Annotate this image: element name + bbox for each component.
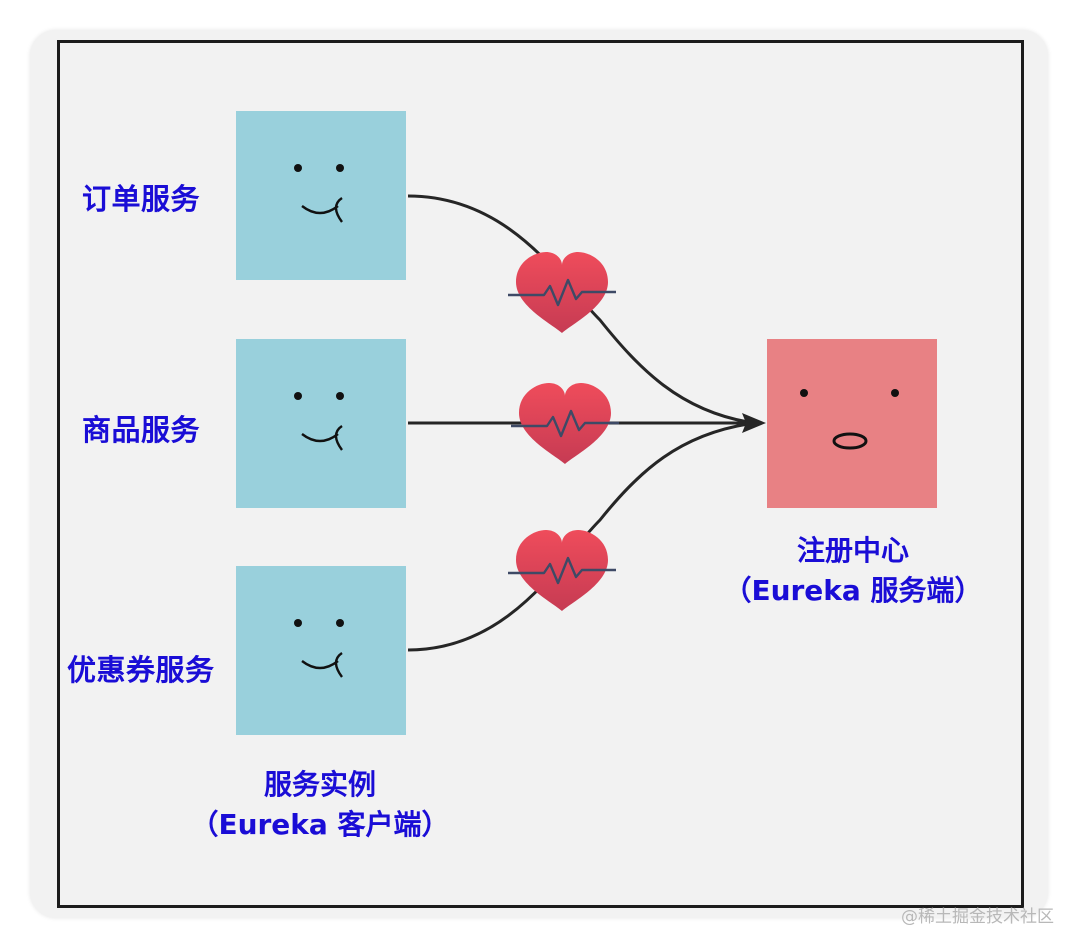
registry-caption-title: 注册中心	[796, 534, 909, 567]
service-label-order: 订单服务	[82, 182, 201, 216]
registry-caption-subtitle: （Eureka 服务端）	[723, 574, 983, 607]
clients-caption-subtitle: （Eureka 客户端）	[190, 808, 450, 841]
connector-coupon	[407, 422, 749, 652]
connector-order	[407, 194, 749, 424]
service-label-coupon: 优惠券服务	[67, 653, 215, 687]
registry-box	[767, 339, 937, 508]
arrowhead-icon	[742, 413, 766, 433]
heartbeat-icon	[511, 383, 619, 464]
service-box-order	[236, 111, 406, 280]
service-box-product	[236, 339, 406, 508]
registry-caption: 注册中心 （Eureka 服务端）	[708, 531, 998, 611]
clients-caption: 服务实例 （Eureka 客户端）	[175, 765, 465, 845]
watermark: @稀土掘金技术社区	[901, 907, 1054, 927]
clients-caption-title: 服务实例	[263, 768, 376, 801]
service-label-product: 商品服务	[82, 413, 201, 447]
heartbeat-icon	[508, 530, 616, 611]
service-box-coupon	[236, 566, 406, 735]
heartbeat-icon	[508, 252, 616, 333]
